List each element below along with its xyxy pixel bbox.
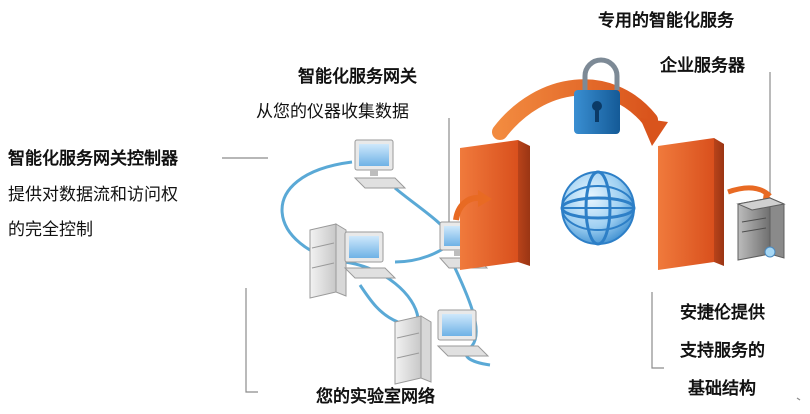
infra-label-line-2: 支持服务的 xyxy=(680,341,765,361)
lab-workstation-1 xyxy=(309,223,397,299)
firewall-left xyxy=(460,140,530,270)
globe-icon xyxy=(560,170,636,246)
enterprise-server-label: 企业服务器 xyxy=(660,56,745,76)
lab-network-label: 您的实验室网络 xyxy=(316,387,435,407)
controller-title: 智能化服务网关控制器 xyxy=(8,149,178,169)
lab-computer-1 xyxy=(353,139,407,189)
dedicated-service-label: 专用的智能化服务 xyxy=(598,11,734,31)
firewall-right xyxy=(658,138,724,270)
lab-bracket xyxy=(245,288,258,393)
gateway-desc: 从您的仪器收集数据 xyxy=(256,102,409,122)
controller-desc-line-2: 的完全控制 xyxy=(8,220,93,240)
gateway-upload-arrow xyxy=(453,194,481,221)
secure-transfer-arrow xyxy=(492,79,668,146)
enterprise-server xyxy=(736,197,786,261)
server-delivery-arrow xyxy=(727,185,772,198)
infra-bracket-right xyxy=(796,397,801,401)
lock-icon xyxy=(574,57,620,134)
gateway-title: 智能化服务网关 xyxy=(298,67,417,87)
infra-label-line-1: 安捷伦提供 xyxy=(680,303,765,323)
infra-label-line-3: 基础结构 xyxy=(688,379,756,399)
leader-lines xyxy=(222,72,801,401)
infra-bracket xyxy=(651,292,664,369)
lab-workstation-2 xyxy=(394,309,490,385)
controller-desc-line-1: 提供对数据流和访问权 xyxy=(8,185,178,205)
